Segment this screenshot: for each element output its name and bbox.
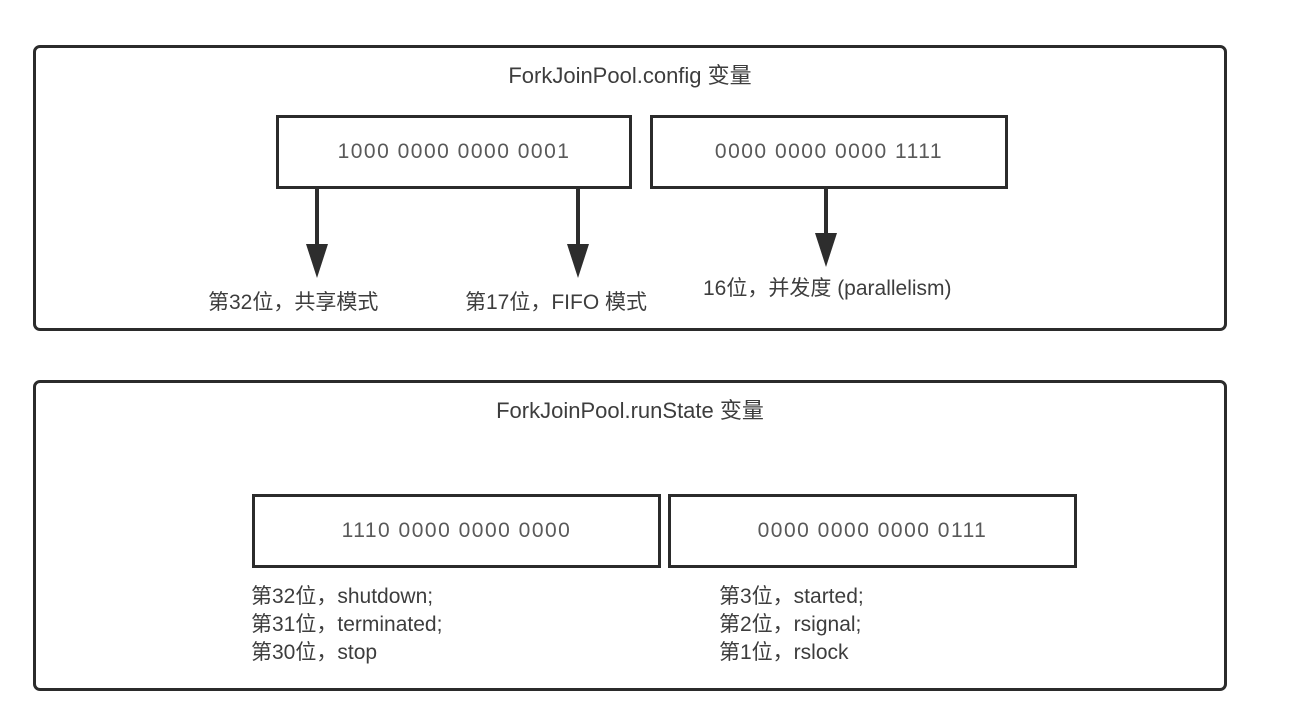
config-section: ForkJoinPool.config 变量 1000 0000 0000 00… (33, 45, 1227, 331)
config-low-bits-box: 0000 0000 0000 1111 (650, 115, 1008, 189)
runstate-section: ForkJoinPool.runState 变量 1110 0000 0000 … (33, 380, 1227, 691)
config-label-bit17: 第17位，FIFO 模式 (465, 291, 648, 314)
config-high-bits-value: 1000 0000 0000 0001 (337, 140, 571, 163)
runstate-label-bit30: 第30位，stop (251, 641, 378, 664)
runstate-label-bit3: 第3位，started; (719, 585, 864, 608)
runstate-label-bit31: 第31位，terminated; (251, 613, 443, 636)
runstate-label-bit1: 第1位，rslock (719, 641, 849, 664)
runstate-label-bit2: 第2位，rsignal; (719, 613, 862, 636)
runstate-label-bit32: 第32位，shutdown; (251, 585, 434, 608)
config-low-bits-value: 0000 0000 0000 1111 (714, 140, 944, 163)
runstate-section-title: ForkJoinPool.runState 变量 (496, 398, 764, 423)
runstate-high-bits-value: 1110 0000 0000 0000 (341, 519, 572, 542)
config-section-title: ForkJoinPool.config 变量 (508, 63, 752, 88)
runstate-low-bits-box: 0000 0000 0000 0111 (668, 494, 1077, 568)
config-high-bits-box: 1000 0000 0000 0001 (276, 115, 632, 189)
runstate-high-labels: 第32位，shutdown; 第31位，terminated; 第30位，sto… (251, 583, 442, 667)
runstate-low-bits-value: 0000 0000 0000 0111 (757, 519, 988, 542)
config-label-parallelism: 16位，并发度 (parallelism) (703, 277, 952, 300)
runstate-high-bits-box: 1110 0000 0000 0000 (252, 494, 661, 568)
runstate-low-labels: 第3位，started; 第2位，rsignal; 第1位，rslock (719, 583, 864, 667)
config-label-bit32: 第32位，共享模式 (208, 291, 379, 314)
